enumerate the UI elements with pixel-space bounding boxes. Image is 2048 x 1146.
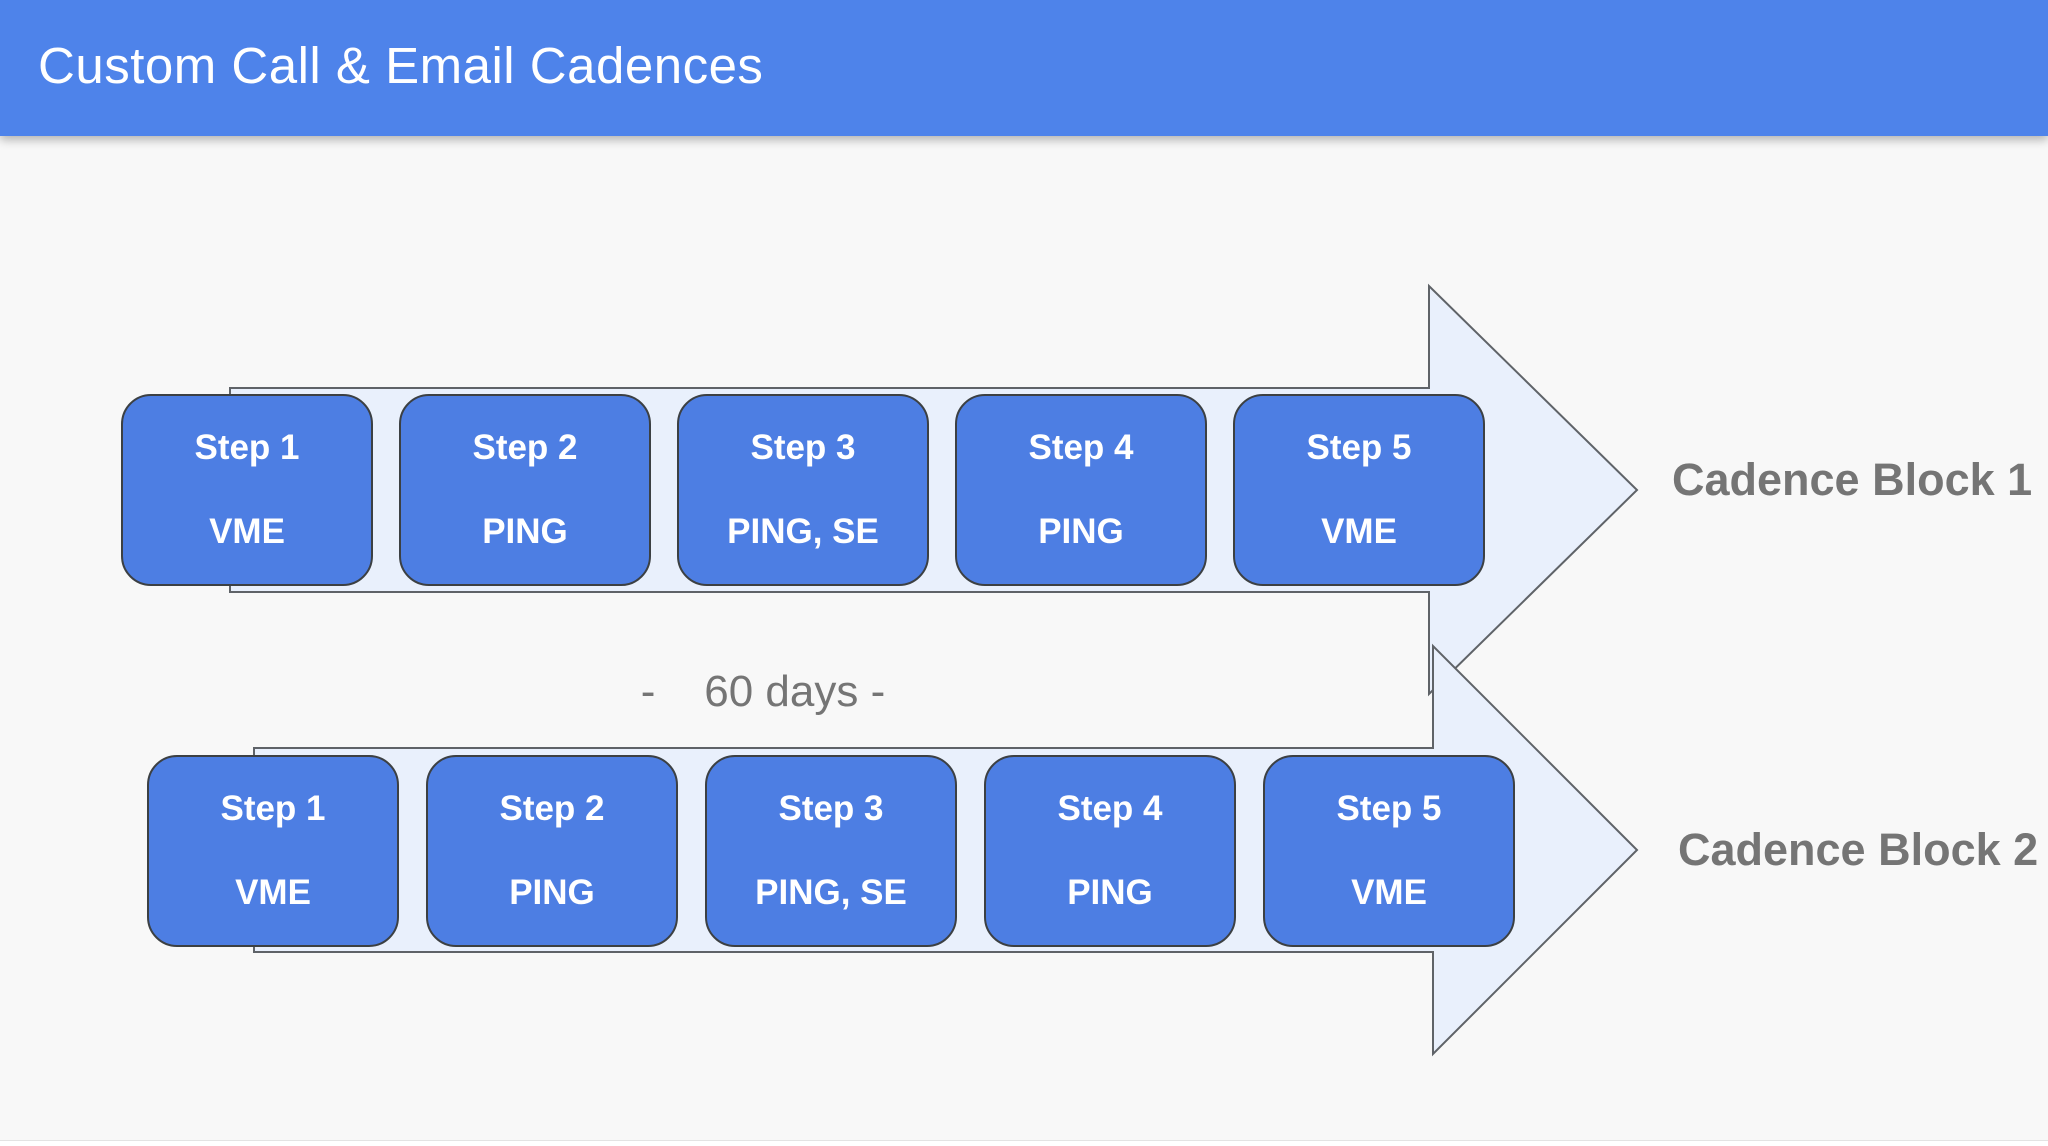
step-title: Step 1 — [194, 428, 300, 467]
step-channel: PING — [509, 873, 595, 912]
step-channel: PING — [1067, 873, 1153, 912]
step-box-block1-step1: Step 1 VME — [121, 394, 373, 586]
step-title: Step 1 — [220, 789, 326, 828]
step-box-block2-step4: Step 4 PING — [984, 755, 1236, 947]
cadence-block-2-label: Cadence Block 2 — [1678, 824, 2039, 875]
step-box-block2-step3: Step 3 PING, SE — [705, 755, 957, 947]
step-title: Step 5 — [1306, 428, 1412, 467]
step-box-block1-step3: Step 3 PING, SE — [677, 394, 929, 586]
step-channel: PING, SE — [727, 512, 879, 551]
step-title: Step 2 — [472, 428, 578, 467]
page-title: Custom Call & Email Cadences — [38, 37, 764, 94]
step-title: Step 2 — [499, 789, 605, 828]
step-box-block1-step4: Step 4 PING — [955, 394, 1207, 586]
title-bar: Custom Call & Email Cadences — [0, 0, 2048, 136]
step-channel: PING — [482, 512, 568, 551]
step-title: Step 4 — [1057, 789, 1163, 828]
step-box-block2-step2: Step 2 PING — [426, 755, 678, 947]
step-title: Step 5 — [1336, 789, 1442, 828]
canvas-bottom-edge — [0, 1140, 2048, 1146]
step-box-block1-step2: Step 2 PING — [399, 394, 651, 586]
step-channel: PING — [1038, 512, 1124, 551]
cadence-block-1-label: Cadence Block 1 — [1672, 454, 2033, 505]
cadence-arrow-1 — [229, 283, 1639, 697]
step-channel: VME — [1321, 512, 1397, 551]
step-box-block1-step5: Step 5 VME — [1233, 394, 1485, 586]
step-box-block2-step1: Step 1 VME — [147, 755, 399, 947]
step-title: Step 3 — [778, 789, 884, 828]
step-box-block2-step5: Step 5 VME — [1263, 755, 1515, 947]
step-channel: VME — [235, 873, 311, 912]
step-channel: VME — [209, 512, 285, 551]
gap-duration-label: - 60 days - — [640, 667, 886, 716]
step-channel: VME — [1351, 873, 1427, 912]
step-title: Step 4 — [1028, 428, 1134, 467]
step-channel: PING, SE — [755, 873, 907, 912]
step-title: Step 3 — [750, 428, 856, 467]
